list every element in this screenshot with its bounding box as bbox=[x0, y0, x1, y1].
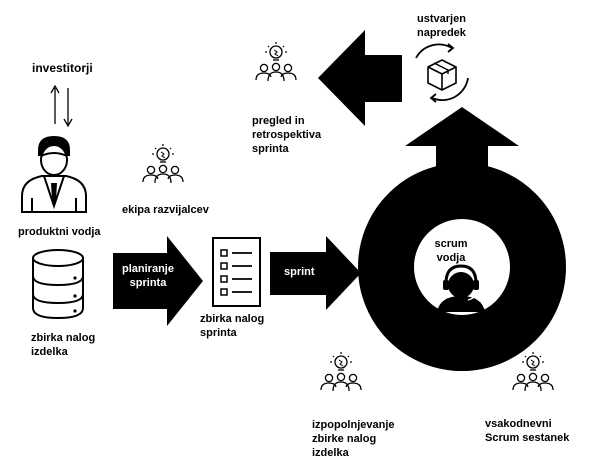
team-idea-icon bbox=[512, 351, 554, 392]
daily-scrum-label: vsakodnevni Scrum sestanek bbox=[485, 418, 570, 444]
team-idea-icon bbox=[142, 143, 184, 184]
increment-arrow-head bbox=[405, 107, 519, 146]
sprint-planning-label: planiranje sprinta bbox=[122, 263, 174, 289]
increment-arrow-shaft bbox=[436, 146, 488, 196]
updown-arrows-icon bbox=[50, 84, 73, 128]
investors-label: investitorji bbox=[32, 61, 93, 75]
team-idea-icon bbox=[255, 41, 297, 82]
review-retro-label: pregled in retrospektiva sprinta bbox=[252, 115, 322, 155]
review-arrow bbox=[318, 30, 402, 126]
person-icon bbox=[21, 136, 87, 213]
sprint-label: sprint bbox=[284, 266, 315, 278]
dev-team-label: ekipa razvijalcev bbox=[122, 204, 209, 216]
product-owner-label: produktni vodja bbox=[18, 226, 101, 238]
checklist-icon bbox=[212, 237, 261, 307]
increment-label: ustvarjen napredek bbox=[417, 13, 466, 39]
scrum-master-label: scrum vodja bbox=[434, 238, 468, 264]
package-cycle-icon bbox=[415, 43, 469, 103]
team-idea-icon bbox=[320, 351, 362, 392]
sprint-arrow bbox=[270, 236, 361, 310]
headset-icon bbox=[437, 264, 485, 312]
refinement-label: izpopolnjevanje zbirke nalog izdelka bbox=[312, 419, 395, 459]
product-backlog-label: zbirka nalog izdelka bbox=[31, 332, 96, 358]
sprint-backlog-label: zbirka nalog sprinta bbox=[200, 313, 265, 339]
database-icon bbox=[32, 249, 84, 320]
planning-arrow bbox=[113, 236, 203, 326]
